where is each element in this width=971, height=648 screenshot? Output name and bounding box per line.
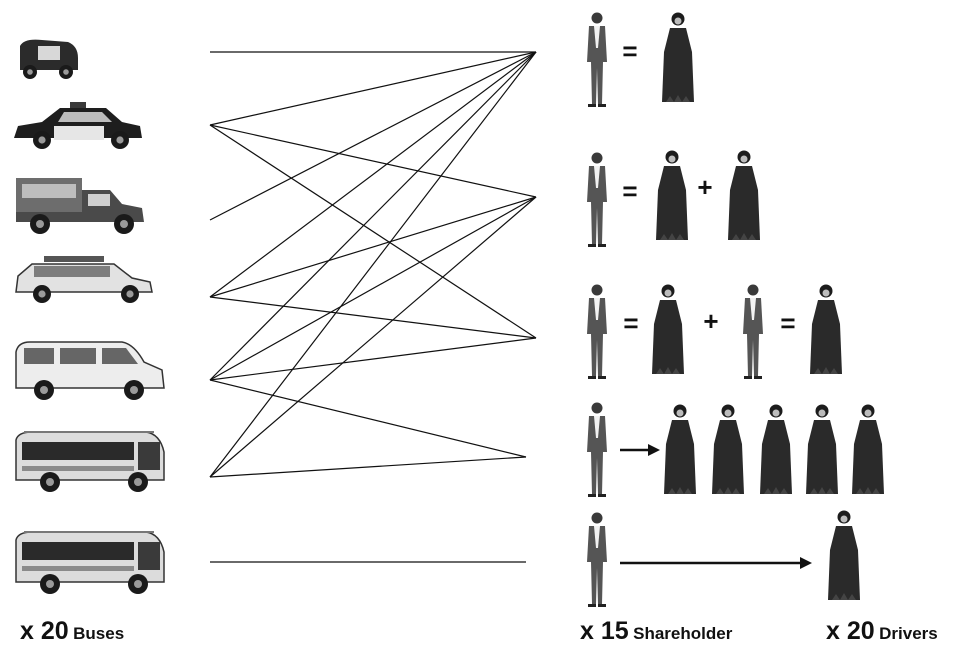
minibus-vehicle-icon [15,431,165,492]
minivan-vehicle-icon [15,341,165,400]
tuk-tuk-vehicle-icon [20,39,78,79]
connection-lines [209,51,537,563]
plus-sign: + [703,306,718,336]
people-rows: = = + = + = [587,12,884,607]
driver-figure-icon [664,404,696,494]
arrow-icon [620,557,812,569]
connection-line [209,196,537,381]
connection-line [209,196,537,298]
drivers-caption: x 20 Drivers [826,617,938,646]
shareholder-figure-icon [587,12,607,107]
shareholders-multiplier: x 15 [580,617,629,645]
buses-caption: x 20 Buses [20,617,124,646]
connection-line [209,337,537,381]
equals-sign: = [623,308,638,338]
driver-figure-icon [662,12,694,102]
shareholders-label: Shareholder [633,624,733,643]
arrow-icon [620,444,660,456]
connection-line [209,51,537,221]
driver-figure-icon [810,284,842,374]
shareholders-caption: x 15 Shareholder [580,617,732,646]
buses-multiplier: x 20 [20,617,69,645]
equals-sign: = [622,36,637,66]
connection-line [209,456,527,478]
driver-figure-icon [828,510,860,600]
taxi-vehicle-icon [14,102,142,149]
equals-sign: = [622,176,637,206]
buses-label: Buses [73,624,125,643]
connection-line [209,296,537,339]
drivers-label: Drivers [879,624,938,643]
connection-line [209,51,537,126]
equals-sign: = [780,308,795,338]
shareholder-figure-icon [587,402,607,497]
shareholder-figure-icon [587,152,607,247]
connection-line [209,51,537,478]
connection-line [209,379,527,458]
minibus-vehicle-icon [15,531,165,594]
driver-figure-icon [652,284,684,374]
driver-figure-icon [806,404,838,494]
connection-line [209,51,537,381]
shareholder-figure-icon [587,512,607,607]
pickup-truck-vehicle-icon [16,178,144,234]
connection-line [209,124,537,198]
driver-figure-icon [760,404,792,494]
plus-sign: + [697,172,712,202]
connection-line [209,124,537,339]
shareholder-figure-icon [587,284,607,379]
station-wagon-vehicle-icon [15,256,153,303]
vehicle-column [14,39,165,594]
driver-figure-icon [728,150,760,240]
shareholder-figure-icon [743,284,763,379]
drivers-multiplier: x 20 [826,617,875,645]
driver-figure-icon [712,404,744,494]
connection-line [209,51,537,298]
connection-line [209,196,537,478]
driver-figure-icon [656,150,688,240]
driver-figure-icon [852,404,884,494]
